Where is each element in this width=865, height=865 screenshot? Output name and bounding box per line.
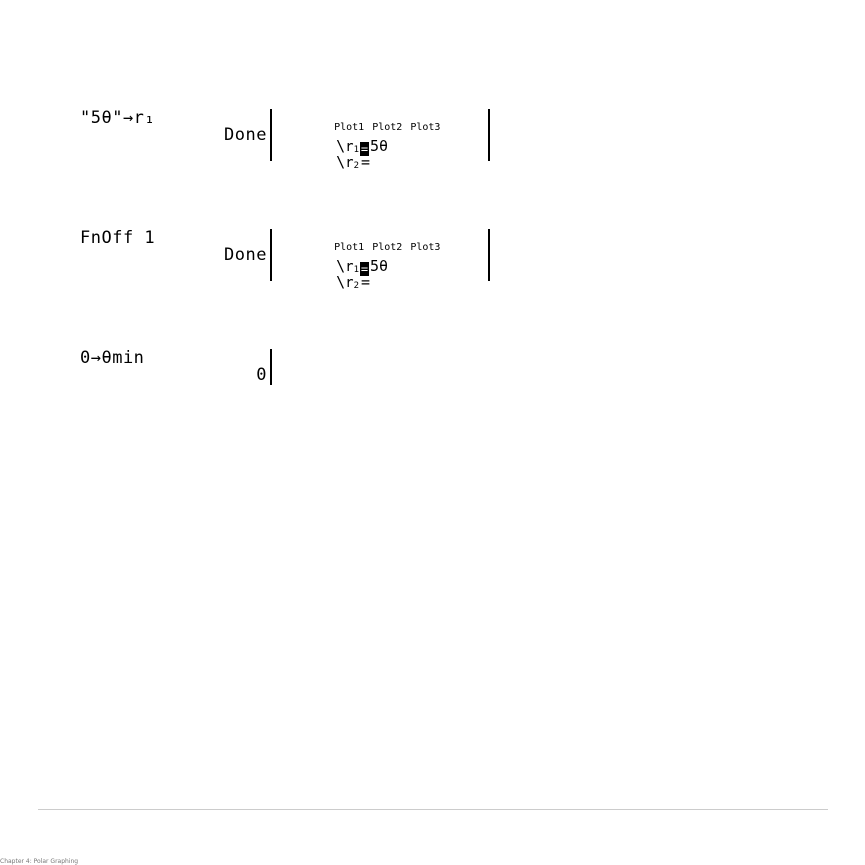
r1-expression: 5θ <box>370 257 388 275</box>
footer-divider <box>38 809 828 810</box>
r2-equals: = <box>361 153 370 171</box>
r2-name: r <box>345 275 353 291</box>
home-screen-3: 0→θmin 0 <box>80 349 272 385</box>
equation-r2: \r2= <box>300 258 370 310</box>
graph-style-icon: \ <box>336 153 345 171</box>
r1-expression: 5θ <box>370 137 388 155</box>
home-result: 0 <box>256 366 267 384</box>
r2-subscript: 2 <box>354 161 359 171</box>
home-screen-1: "5θ"→r₁ Done <box>80 109 272 161</box>
equation-r2: \r2= <box>300 138 370 190</box>
home-entry: "5θ"→r₁ <box>80 109 155 127</box>
graph-style-icon: \ <box>336 273 345 291</box>
plot3-label: Plot3 <box>410 122 440 133</box>
home-entry: FnOff 1 <box>80 229 155 247</box>
home-entry: 0→θmin <box>80 349 144 367</box>
r2-name: r <box>345 155 353 171</box>
r2-equals: = <box>361 273 370 291</box>
plot3-label: Plot3 <box>410 242 440 253</box>
home-screen-2: FnOff 1 Done <box>80 229 272 281</box>
r2-subscript: 2 <box>354 281 359 291</box>
home-result: Done <box>224 126 267 144</box>
home-result: Done <box>224 246 267 264</box>
footer-text: Chapter 4: Polar Graphing <box>0 859 78 865</box>
